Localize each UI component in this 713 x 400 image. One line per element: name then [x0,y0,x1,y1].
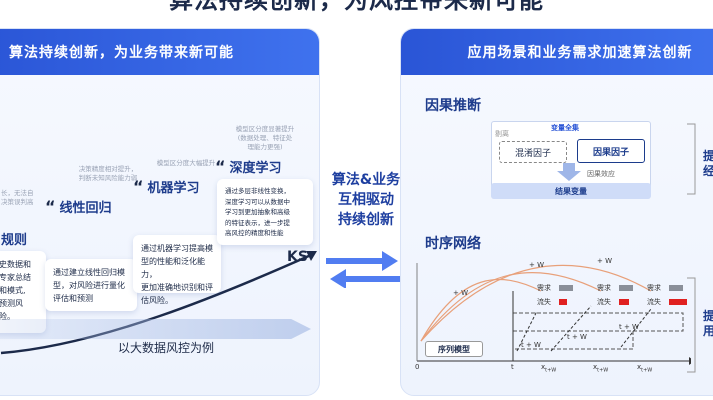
growth-curve [0,251,317,355]
middle-line-3: 持续创新 [338,212,394,228]
t-plus-w-label-1: t + W [521,341,541,349]
variable-set-label: 变量全集 [551,124,579,132]
algorithm-innovation-panel: 算法持续创新，为业务带来新可能 长，无法自 决策误判高 规则 史数据和 专家总结… [0,28,320,396]
axis-x1-label: xt+W [541,363,557,374]
left-caption: 以大数据风控为例 [117,341,214,355]
right-panel-title: 应用场景和业务需求加速算法创新 [401,29,713,75]
t-plus-w-label-2: t + W [567,333,587,341]
rule-note: 长，无法自 决策误判高 [1,189,34,206]
causal-side-text: 提 经 [703,149,713,179]
plus-w-label-2: + W [597,257,613,265]
confounder-box: 混淆因子 [499,141,567,163]
ml-label: “机器学习 [133,177,200,196]
axis-x3-label: xt+W [637,363,653,374]
churn-bar-3 [669,299,687,305]
time-series-bracket [687,277,696,373]
dl-label: “深度学习 [215,157,282,176]
linear-note: 决策精度相对提升， 判断未知风险能力弱 [78,165,138,182]
bottom-arrow-bar [0,319,311,339]
ts-side-text: 提 用 [703,309,713,339]
application-scenario-panel: 应用场景和业务需求加速算法创新 因果推断 变量全集 剔离 混淆因子 因果因子 因… [400,28,713,396]
causal-title: 因果推断 [425,98,481,114]
middle-line-2: 互相驱动 [338,192,394,208]
ml-card: 通过机器学习提高模 型的性能和泛化能力， 更加准确地识别和评 估风险。 [133,235,221,305]
ks-label: KS [287,249,308,265]
bidirectional-arrows-icon [326,251,402,288]
demand-label-1: 需求 [537,284,551,292]
plus-w-label-3: + W [453,289,469,297]
middle-text: 算法&业务 互相驱动 持续创新 [316,170,416,230]
dl-card: 通过多层非线性变换， 深度学习可以从数据中 学习到更加抽象和高级 的特征表示，进… [217,179,313,245]
quote-icon: “ [133,177,144,196]
axis-zero-label: 0 [415,363,420,371]
eliminate-label: 剔离 [495,130,509,138]
linear-label: “线性回归 [45,197,112,216]
result-variable-box: 结果变量 [491,183,651,199]
page-headline: 算法持续创新，为风控带来新可能 [169,0,544,14]
linear-card: 通过建立线性回归模 型，对风险进行量化 评估和预测 [45,259,137,311]
dl-note: 模型区分度显著提升 (数据处理、特征处 理能力更强) [235,125,295,151]
down-arrow-icon [557,163,581,181]
demand-label-2: 需求 [597,284,611,292]
axis-t-label: t [511,363,514,371]
time-series-title: 时序网络 [425,236,481,252]
causal-bracket [687,123,696,195]
time-series-diagram [416,263,691,365]
demand-bar-2 [619,285,633,291]
t-plus-w-label-3: t + W [619,323,639,331]
effect-label: 因果效应 [587,170,615,178]
plus-w-label-1: + W [529,261,545,269]
axis-x2-label: xt+W [593,363,609,374]
middle-line-1: 算法&业务 [331,172,401,188]
churn-bar-1 [559,299,567,305]
cause-factor-box: 因果因子 [577,139,645,163]
churn-label-2: 流失 [597,298,611,306]
rule-label: 规则 [1,233,28,248]
demand-bar-3 [669,285,683,291]
demand-bar-1 [559,285,573,291]
left-panel-title: 算法持续创新，为业务带来新可能 [0,29,319,75]
quote-icon: “ [215,157,226,176]
churn-label-3: 流失 [647,298,661,306]
ml-note: 模型区分度大幅提升 [156,159,216,167]
demand-label-3: 需求 [647,284,661,292]
quote-icon: “ [45,197,56,216]
sequence-model-box: 序列模型 [425,341,483,357]
churn-label-1: 流失 [537,298,551,306]
churn-bar-2 [619,299,629,305]
